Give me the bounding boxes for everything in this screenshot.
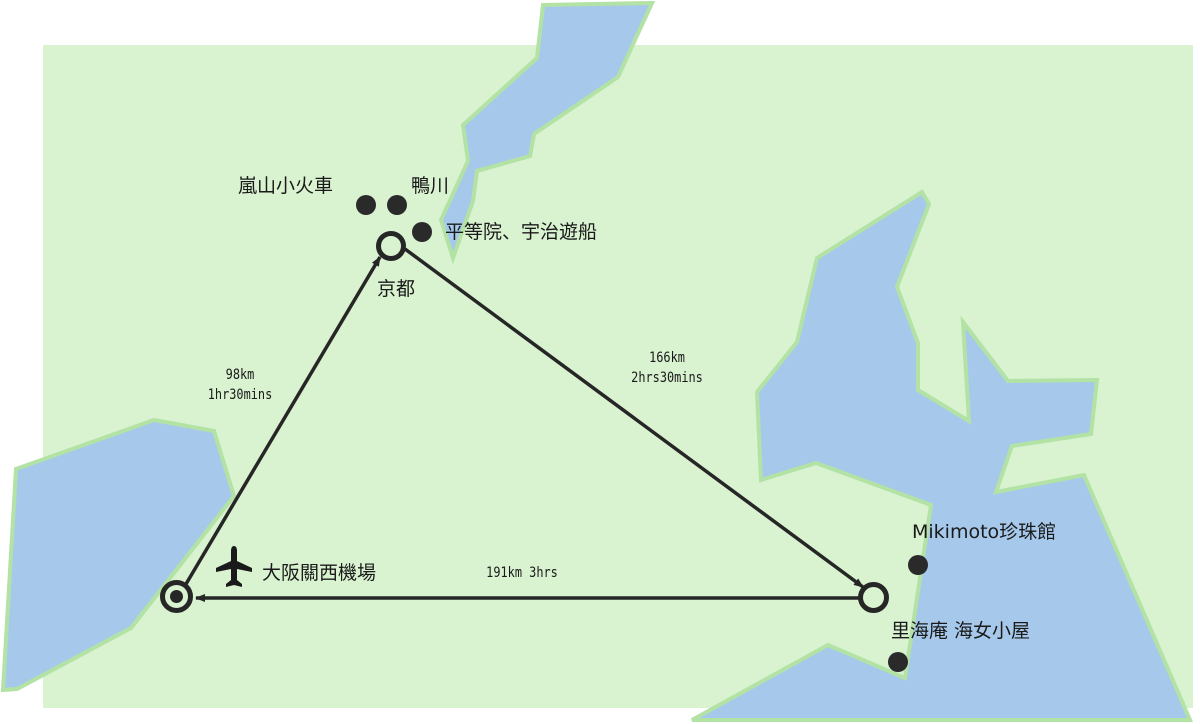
osaka-bay-water: [0, 417, 237, 693]
poi-label-byodoin: 平等院、宇治遊船: [445, 221, 598, 243]
city-label-kix: 大阪關西機場: [262, 562, 377, 584]
city-marker-ise[interactable]: [858, 582, 889, 613]
city-marker-kix[interactable]: [160, 580, 193, 613]
poi-dot-arashiyama[interactable]: [356, 195, 376, 215]
route-time: 1hr30mins: [207, 387, 273, 403]
route-label-kix-kyoto: 98km 1hr30mins: [198, 365, 283, 405]
ise-bay-water: [691, 189, 1194, 722]
poi-label-arashiyama: 嵐山小火車: [238, 175, 334, 197]
airplane-icon: [216, 546, 252, 587]
poi-label-satoumian: 里海庵 海女小屋: [891, 620, 1031, 642]
route-kix-to-kyoto: [184, 256, 382, 585]
poi-label-mikimoto: Mikimoto珍珠館: [912, 521, 1057, 543]
poi-dot-satoumian[interactable]: [888, 652, 908, 672]
poi-dot-byodoin[interactable]: [412, 222, 432, 242]
poi-label-kamogawa: 鴨川: [411, 175, 450, 197]
route-label-kyoto-ise: 166km 2hrs30mins: [616, 348, 718, 388]
poi-dot-kamogawa[interactable]: [387, 195, 407, 215]
city-marker-kyoto[interactable]: [376, 231, 406, 261]
poi-dot-mikimoto[interactable]: [908, 555, 928, 575]
route-label-ise-kix: 191km 3hrs: [486, 565, 558, 581]
route-distance: 166km: [649, 350, 685, 366]
route-kyoto-to-ise: [403, 247, 865, 589]
route-time: 2hrs30mins: [631, 370, 703, 386]
city-label-kyoto: 京都: [377, 278, 416, 300]
city-marker-kix-center: [170, 590, 183, 603]
lake-biwa-water: [438, 0, 656, 265]
route-distance: 98km: [225, 367, 255, 383]
